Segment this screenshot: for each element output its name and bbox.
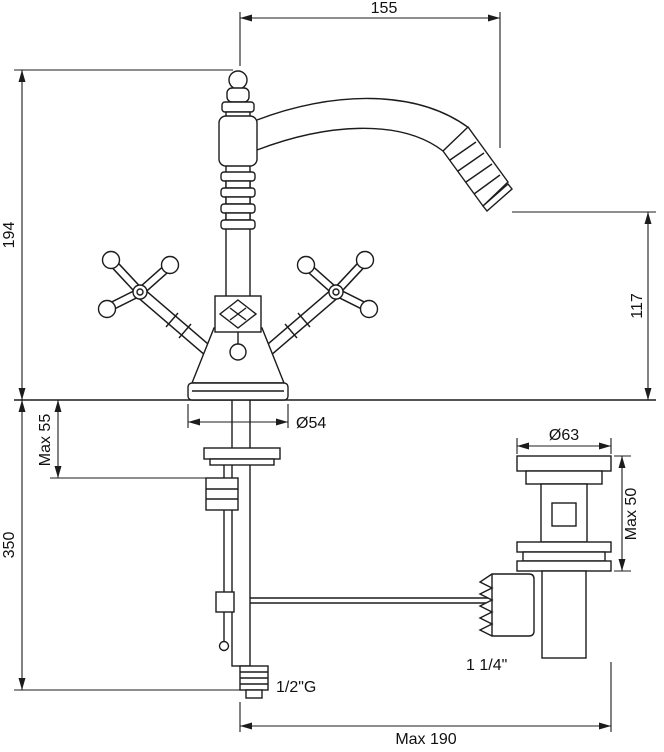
dim-label-155: 155 xyxy=(371,0,398,17)
under-deck-parts xyxy=(203,399,281,699)
dim-label-max50: Max 50 xyxy=(623,488,640,541)
faucet-body xyxy=(187,70,513,401)
popup-adjust-wheel xyxy=(478,573,535,637)
rod-clamp xyxy=(215,591,235,613)
dim-label-max55: Max 55 xyxy=(37,414,54,467)
dim-label-base-diameter: Ø54 xyxy=(296,415,326,432)
dim-label-350: 350 xyxy=(1,532,18,559)
right-handle xyxy=(263,250,379,356)
mounting-nut xyxy=(205,477,239,511)
top-finial xyxy=(228,70,248,90)
spout xyxy=(256,97,513,213)
left-handle xyxy=(97,250,213,356)
label-waste-thread: 1 1/4" xyxy=(466,657,507,674)
waste-tailpiece xyxy=(541,570,587,659)
waste-assembly xyxy=(234,455,612,659)
dim-label-117: 117 xyxy=(629,293,646,319)
label-inlet-thread: 1/2"G xyxy=(276,679,316,696)
dim-label-max190: Max 190 xyxy=(395,731,456,748)
supply-shank xyxy=(231,399,251,667)
dim-label-194: 194 xyxy=(1,222,18,249)
spout-hub xyxy=(218,115,258,167)
dimensions xyxy=(14,12,656,732)
dimension-labels: 155 194 117 Ø54 Max 55 350 Ø63 Max 50 1/… xyxy=(1,0,646,748)
dim-label-waste-diameter: Ø63 xyxy=(549,427,579,444)
waste-flange xyxy=(516,455,612,472)
